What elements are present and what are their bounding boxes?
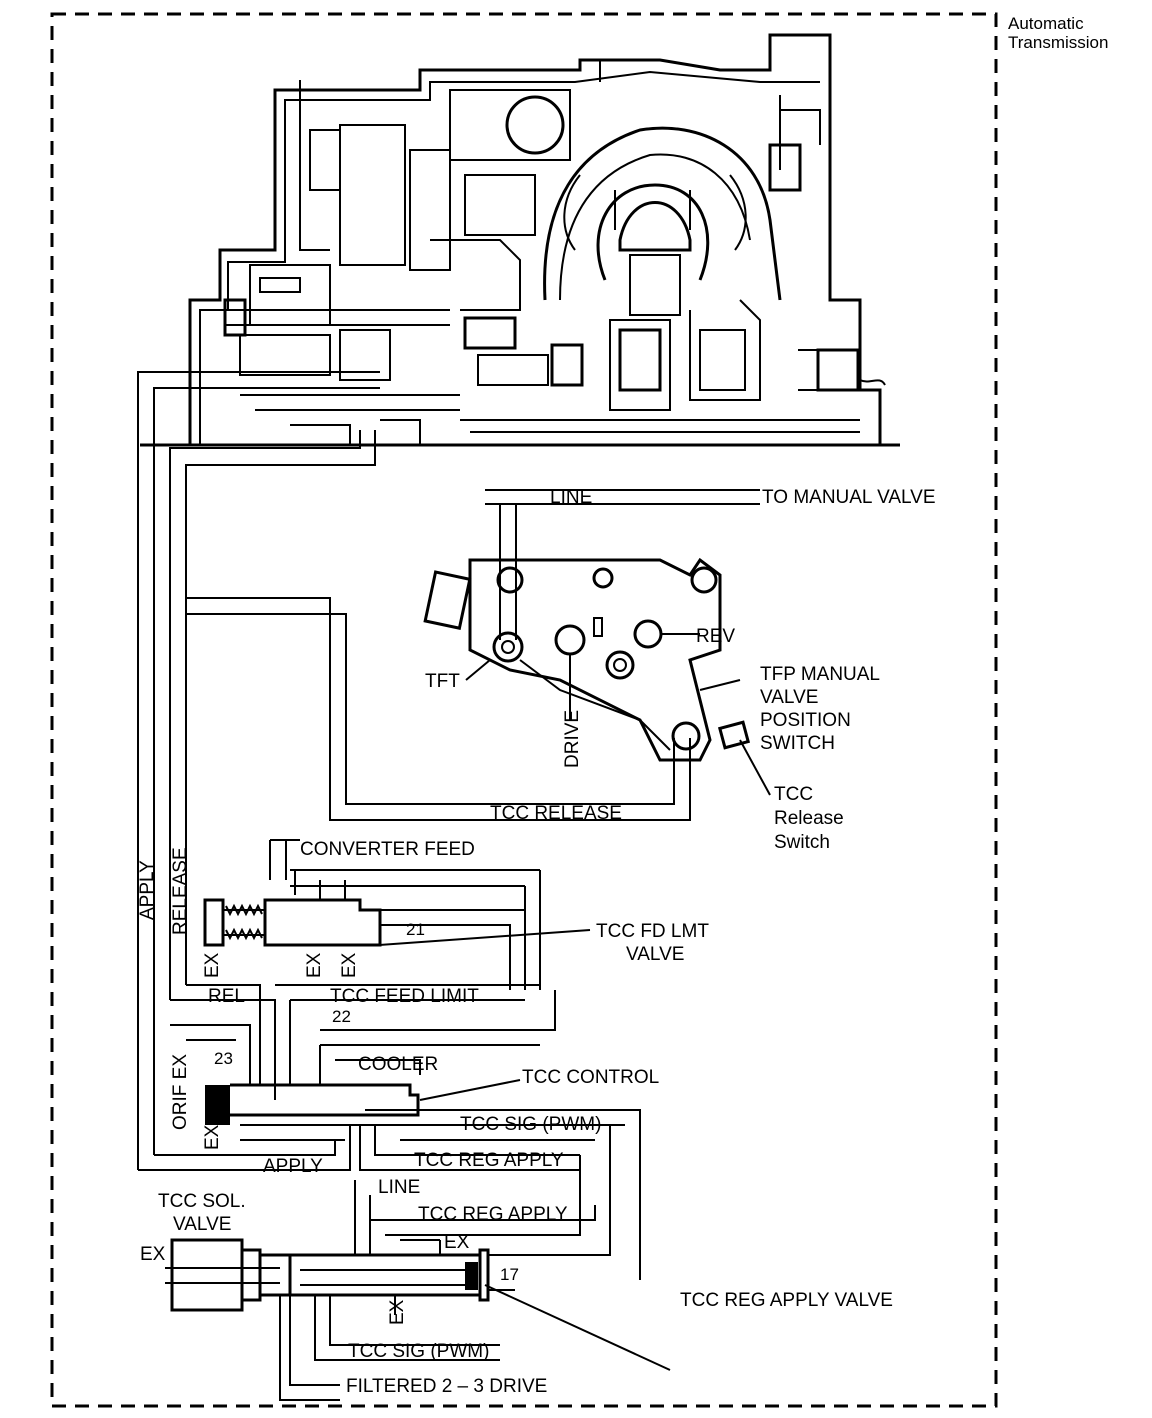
tcc-fd-lmt-valve-line-2: VALVE bbox=[626, 944, 684, 965]
apply-vertical-label: APPLY bbox=[137, 860, 158, 920]
automatic-transmission-boundary bbox=[50, 12, 998, 1408]
tcc-control-label: TCC CONTROL bbox=[522, 1067, 659, 1088]
tfp-switch-line-2: VALVE bbox=[760, 687, 818, 708]
tfp-manual-valve-position-switch bbox=[423, 557, 751, 762]
ex-label-7: EX bbox=[387, 1299, 408, 1325]
line-label-bottom: LINE bbox=[378, 1177, 420, 1198]
to-manual-valve-label: TO MANUAL VALVE bbox=[762, 487, 936, 508]
drive-label: DRIVE bbox=[562, 710, 583, 768]
ex-label-2: EX bbox=[304, 952, 325, 978]
leader-lines bbox=[379, 659, 771, 1371]
passage-17-label: 17 bbox=[500, 1265, 519, 1284]
tcc-sol-valve-line-2: VALVE bbox=[173, 1214, 231, 1235]
tfp-switch-line-1: TFP MANUAL bbox=[760, 664, 880, 685]
passage-21-label: 21 bbox=[406, 920, 425, 939]
tcc-release-label: TCC RELEASE bbox=[490, 803, 622, 824]
tcc-sol-valve-line-1: TCC SOL. bbox=[158, 1191, 246, 1212]
transmission-case-section bbox=[140, 33, 900, 447]
tfp-switch-line-3: POSITION bbox=[760, 710, 851, 731]
line-label-top: LINE bbox=[550, 487, 592, 508]
filtered-2-3-drive-label: FILTERED 2 – 3 DRIVE bbox=[346, 1376, 547, 1397]
tcc-reg-apply-label-2: TCC REG APPLY bbox=[418, 1204, 568, 1225]
ex-label-4: EX bbox=[202, 1124, 223, 1150]
tcc-release-switch-line-3: Switch bbox=[774, 832, 830, 853]
title-line-1: Automatic bbox=[1008, 14, 1084, 33]
tcc-feed-limit-label: TCC FEED LIMIT bbox=[330, 986, 479, 1007]
tcc-reg-apply-valve bbox=[165, 1180, 611, 1401]
tcc-release-switch-line-1: TCC bbox=[774, 784, 813, 805]
rel-label: REL bbox=[208, 986, 245, 1007]
converter-feed-label: CONVERTER FEED bbox=[300, 839, 475, 860]
ex-label-6: EX bbox=[444, 1232, 470, 1253]
tfp-switch-line-4: SWITCH bbox=[760, 733, 835, 754]
rev-label: REV bbox=[696, 626, 735, 647]
tcc-fd-lmt-valve bbox=[203, 839, 541, 990]
ex-label-1: EX bbox=[202, 952, 223, 978]
passage-23-label: 23 bbox=[214, 1049, 233, 1068]
orif-ex-label: ORIF EX bbox=[170, 1054, 191, 1130]
release-vertical-label: RELEASE bbox=[170, 847, 191, 935]
tft-label: TFT bbox=[425, 671, 460, 692]
tcc-control-valve bbox=[138, 984, 641, 1280]
tcc-release-switch-line-2: Release bbox=[774, 808, 844, 829]
tcc-fd-lmt-valve-line-1: TCC FD LMT bbox=[596, 921, 709, 942]
tcc-reg-apply-label-1: TCC REG APPLY bbox=[414, 1150, 564, 1171]
tcc-reg-apply-valve-label: TCC REG APPLY VALVE bbox=[680, 1290, 893, 1311]
hydraulic-passages bbox=[137, 371, 760, 1170]
passage-22-label: 22 bbox=[332, 1007, 351, 1026]
ex-label-3: EX bbox=[339, 952, 360, 978]
cooler-label: COOLER bbox=[358, 1054, 438, 1075]
tcc-sig-pwm-label-1: TCC SIG (PWM) bbox=[460, 1114, 601, 1135]
tcc-sig-pwm-label-2: TCC SIG (PWM) bbox=[348, 1341, 489, 1362]
ex-label-5: EX bbox=[140, 1244, 166, 1265]
apply-label: APPLY bbox=[263, 1156, 323, 1177]
title-line-2: Transmission bbox=[1008, 33, 1108, 52]
